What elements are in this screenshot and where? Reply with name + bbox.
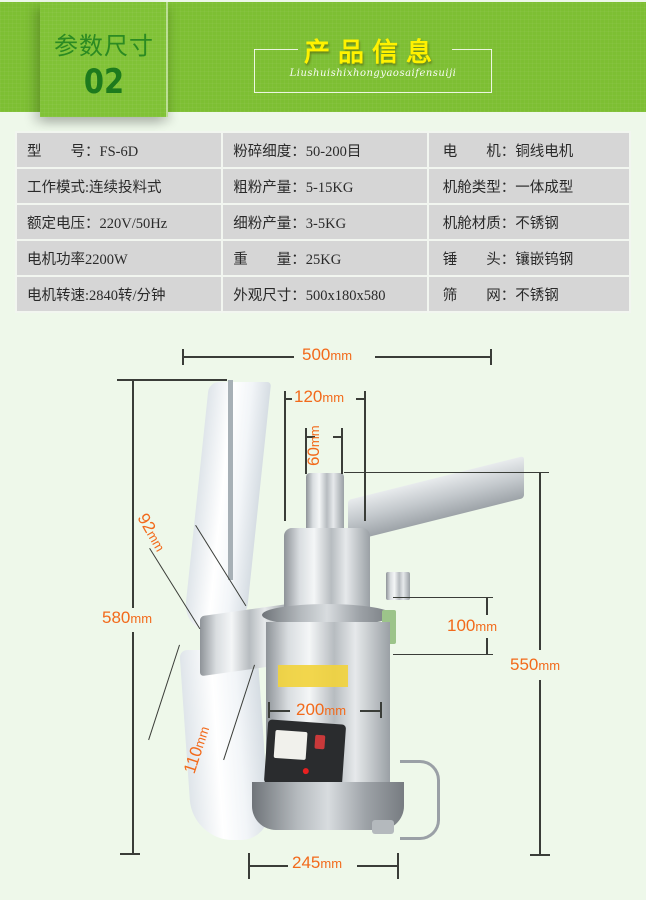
power-plug [372,820,394,834]
bag-hanger-rod [228,380,233,580]
dim-tick [356,398,364,400]
dim-side-box: 100mm [447,616,498,635]
spec-size: 外观尺寸：500x180x580 [221,275,429,313]
dim-tick [120,853,140,855]
table-row: 电机功率2200W 重 量：25KG 锤 头：镶嵌钨钢 [14,239,632,277]
dim-line [486,597,488,615]
dim-tick [380,702,382,718]
dim-line [132,380,134,608]
dim-tick [305,436,315,438]
table-row: 额定电压：220V/50Hz 细粉产量：3-5KG 机舱材质：不锈钢 [14,203,632,241]
dim-tick [284,398,292,400]
feed-tube [306,473,344,533]
dim-base-diameter: 245mm [292,853,343,872]
indicator-light [302,767,310,775]
spec-weight: 重 量：25KG [221,239,429,277]
power-cord [400,760,440,840]
spec-screen: 筛 网：不锈钢 [426,275,632,313]
spec-voltage: 额定电压：220V/50Hz [14,203,224,241]
dim-line [248,865,288,867]
dim-tick [397,853,399,879]
spec-motor: 电 机：铜线电机 [426,131,632,169]
spec-power: 电机功率2200W [14,239,224,277]
dim-body-height: 550mm [510,655,561,674]
dim-line [284,391,286,521]
header-banner: 参数尺寸 02 产品信息 Liushuishixhongyaosaifensui… [0,0,646,117]
ammeter-gauge [273,729,308,761]
dim-line [148,644,180,741]
dim-total-height: 580mm [102,608,153,627]
dim-line [357,865,399,867]
section-number: 02 [83,62,125,102]
dim-line [344,472,549,473]
dim-tube-outer: 120mm [294,387,345,406]
spec-fineness: 粉碎细度：50-200目 [221,131,429,169]
dim-line [268,710,290,712]
dim-line [364,391,366,521]
table-row: 电机转速:2840转/分钟 外观尺寸：500x180x580 筛 网：不锈钢 [14,275,632,313]
dim-line [539,680,541,855]
dim-total-width: 500mm [302,345,353,364]
section-label: 参数尺寸 [54,32,154,60]
spec-speed: 电机转速:2840转/分钟 [14,275,224,313]
spec-fine-output: 细粉产量：3-5KG [221,203,429,241]
dim-line [393,597,493,598]
dim-line [393,654,493,655]
page-subtitle: Liushuishixhongyaosaifensuiji [289,68,457,79]
control-panel [263,719,347,789]
dim-line [182,356,294,358]
dim-line [486,638,488,655]
dim-tube-inner: 60mm [304,425,323,466]
table-row: 型 号：FS-6D 粉碎细度：50-200目 电 机：铜线电机 [14,131,632,169]
chamber-flange [262,604,392,626]
page-title: 产品信息 [303,38,440,68]
dim-body-diameter: 200mm [296,700,347,719]
power-switch [314,734,326,750]
dim-tick [333,436,343,438]
side-control-box [386,572,410,600]
dim-line [375,356,492,358]
spec-model: 型 号：FS-6D [14,131,224,169]
table-row: 工作模式:连续投料式 粗粉产量：5-15KG 机舱类型：一体成型 [14,167,632,205]
upper-collection-bag [182,382,272,632]
dim-tick [530,854,550,856]
spec-work-mode: 工作模式:连续投料式 [14,167,224,205]
spec-coarse-output: 粗粉产量：5-15KG [221,167,429,205]
dim-bag-upper: 92mm [133,510,168,555]
dimension-diagram: 500mm 580mm 120mm 60mm 550mm 100mm 92mm [0,320,646,900]
feed-tray [348,456,524,542]
spec-hammer: 锤 头：镶嵌钨钢 [426,239,632,277]
dim-line [539,472,541,650]
dim-tick [490,349,492,365]
dim-line [360,710,382,712]
warning-label [278,665,348,687]
dim-line [117,379,227,381]
section-tab: 参数尺寸 02 [40,2,168,117]
dim-line [132,632,134,854]
title-frame [254,49,492,93]
spec-table: 型 号：FS-6D 粉碎细度：50-200目 电 机：铜线电机 工作模式:连续投… [14,131,632,313]
spec-cabin-type: 机舱类型：一体成型 [426,167,632,205]
spec-cabin-material: 机舱材质：不锈钢 [426,203,632,241]
dim-line [305,428,307,474]
dim-line [341,428,343,474]
